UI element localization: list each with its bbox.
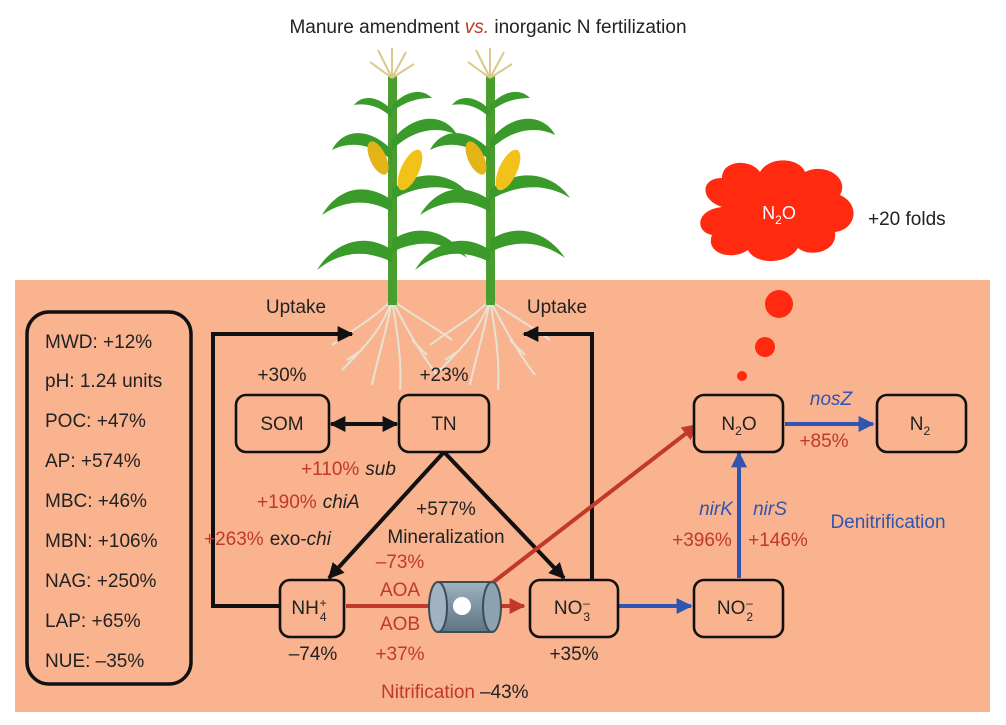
n2-label: N2 xyxy=(910,414,931,438)
sub-gene-label: +110%sub xyxy=(301,459,396,480)
denitrification-label: Denitrification xyxy=(830,512,945,533)
panel-item-nag: NAG: +250% xyxy=(45,571,157,592)
panel-item-mbc: MBC: +46% xyxy=(45,491,147,512)
som-label: SOM xyxy=(260,414,303,435)
soil-properties-list: MWD: +12% pH: 1.24 units POC: +47% AP: +… xyxy=(45,332,162,672)
chia-gene-label: +190%chiA xyxy=(257,492,360,513)
no2-label: NO2– xyxy=(717,596,754,624)
panel-item-ap: AP: +574% xyxy=(45,451,141,472)
panel-item-lap: LAP: +65% xyxy=(45,611,141,632)
nirs-pct-label: +146% xyxy=(748,530,808,551)
n2o-cloud-icon xyxy=(700,160,854,381)
no3-label: NO3– xyxy=(554,596,591,624)
n2o-label: N2O xyxy=(721,414,756,438)
panel-item-poc: POC: +47% xyxy=(45,411,146,432)
diagram-title: Manure amendment vs. inorganic N fertili… xyxy=(289,17,686,38)
mineralization-label: Mineralization xyxy=(387,527,504,548)
uptake-arrow-right xyxy=(522,326,594,586)
tn-label: TN xyxy=(431,414,456,435)
nirs-gene-label: nirS xyxy=(753,499,787,520)
som-box xyxy=(234,393,331,454)
panel-item-ph: pH: 1.24 units xyxy=(45,371,162,392)
panel-item-mwd: MWD: +12% xyxy=(45,332,152,353)
uptake-arrow-left xyxy=(211,326,354,608)
exochi-gene-label: +263%exo-chi xyxy=(204,529,332,550)
nh4-change-label: –74% xyxy=(289,644,338,665)
aob-label: AOB xyxy=(380,614,420,635)
no2-box xyxy=(692,578,785,639)
aoa-pct-label: –73% xyxy=(376,552,425,573)
cloud-change-label: +20 folds xyxy=(868,209,946,230)
nosz-gene-label: nosZ xyxy=(810,389,854,410)
tn-change-label: +23% xyxy=(419,365,468,386)
nitrification-n2o-arrow xyxy=(463,423,699,606)
corn-plant-right-icon xyxy=(415,48,570,391)
no3-change-label: +35% xyxy=(549,644,598,665)
nh4-box xyxy=(278,578,346,639)
panel-item-mbn: MBN: +106% xyxy=(45,531,158,552)
nirk-gene-label: nirK xyxy=(699,499,734,520)
uptake-left-label: Uptake xyxy=(266,297,326,318)
tn-box xyxy=(397,393,491,454)
mineralization-pct-label: +577% xyxy=(416,499,476,520)
nosz-pct-label: +85% xyxy=(799,431,848,452)
uptake-right-label: Uptake xyxy=(527,297,587,318)
aob-pct-label: +37% xyxy=(375,644,424,665)
nh4-label: NH4+ xyxy=(291,596,326,624)
som-change-label: +30% xyxy=(257,365,306,386)
n2-box xyxy=(875,393,968,454)
no3-box xyxy=(528,578,620,639)
cloud-n2o-label: N2O xyxy=(762,203,796,227)
soil-properties-panel xyxy=(25,310,193,686)
corn-plant-left-icon xyxy=(317,48,472,391)
cylinder-icon xyxy=(428,581,502,633)
aoa-label: AOA xyxy=(380,580,420,601)
nitrification-label: Nitrification–43% xyxy=(381,682,529,703)
n2o-box xyxy=(692,393,785,454)
tn-to-no3-arrow xyxy=(442,450,566,580)
nirk-pct-label: +396% xyxy=(672,530,732,551)
panel-item-nue: NUE: –35% xyxy=(45,651,144,672)
tn-to-nh4-arrow xyxy=(327,450,446,580)
